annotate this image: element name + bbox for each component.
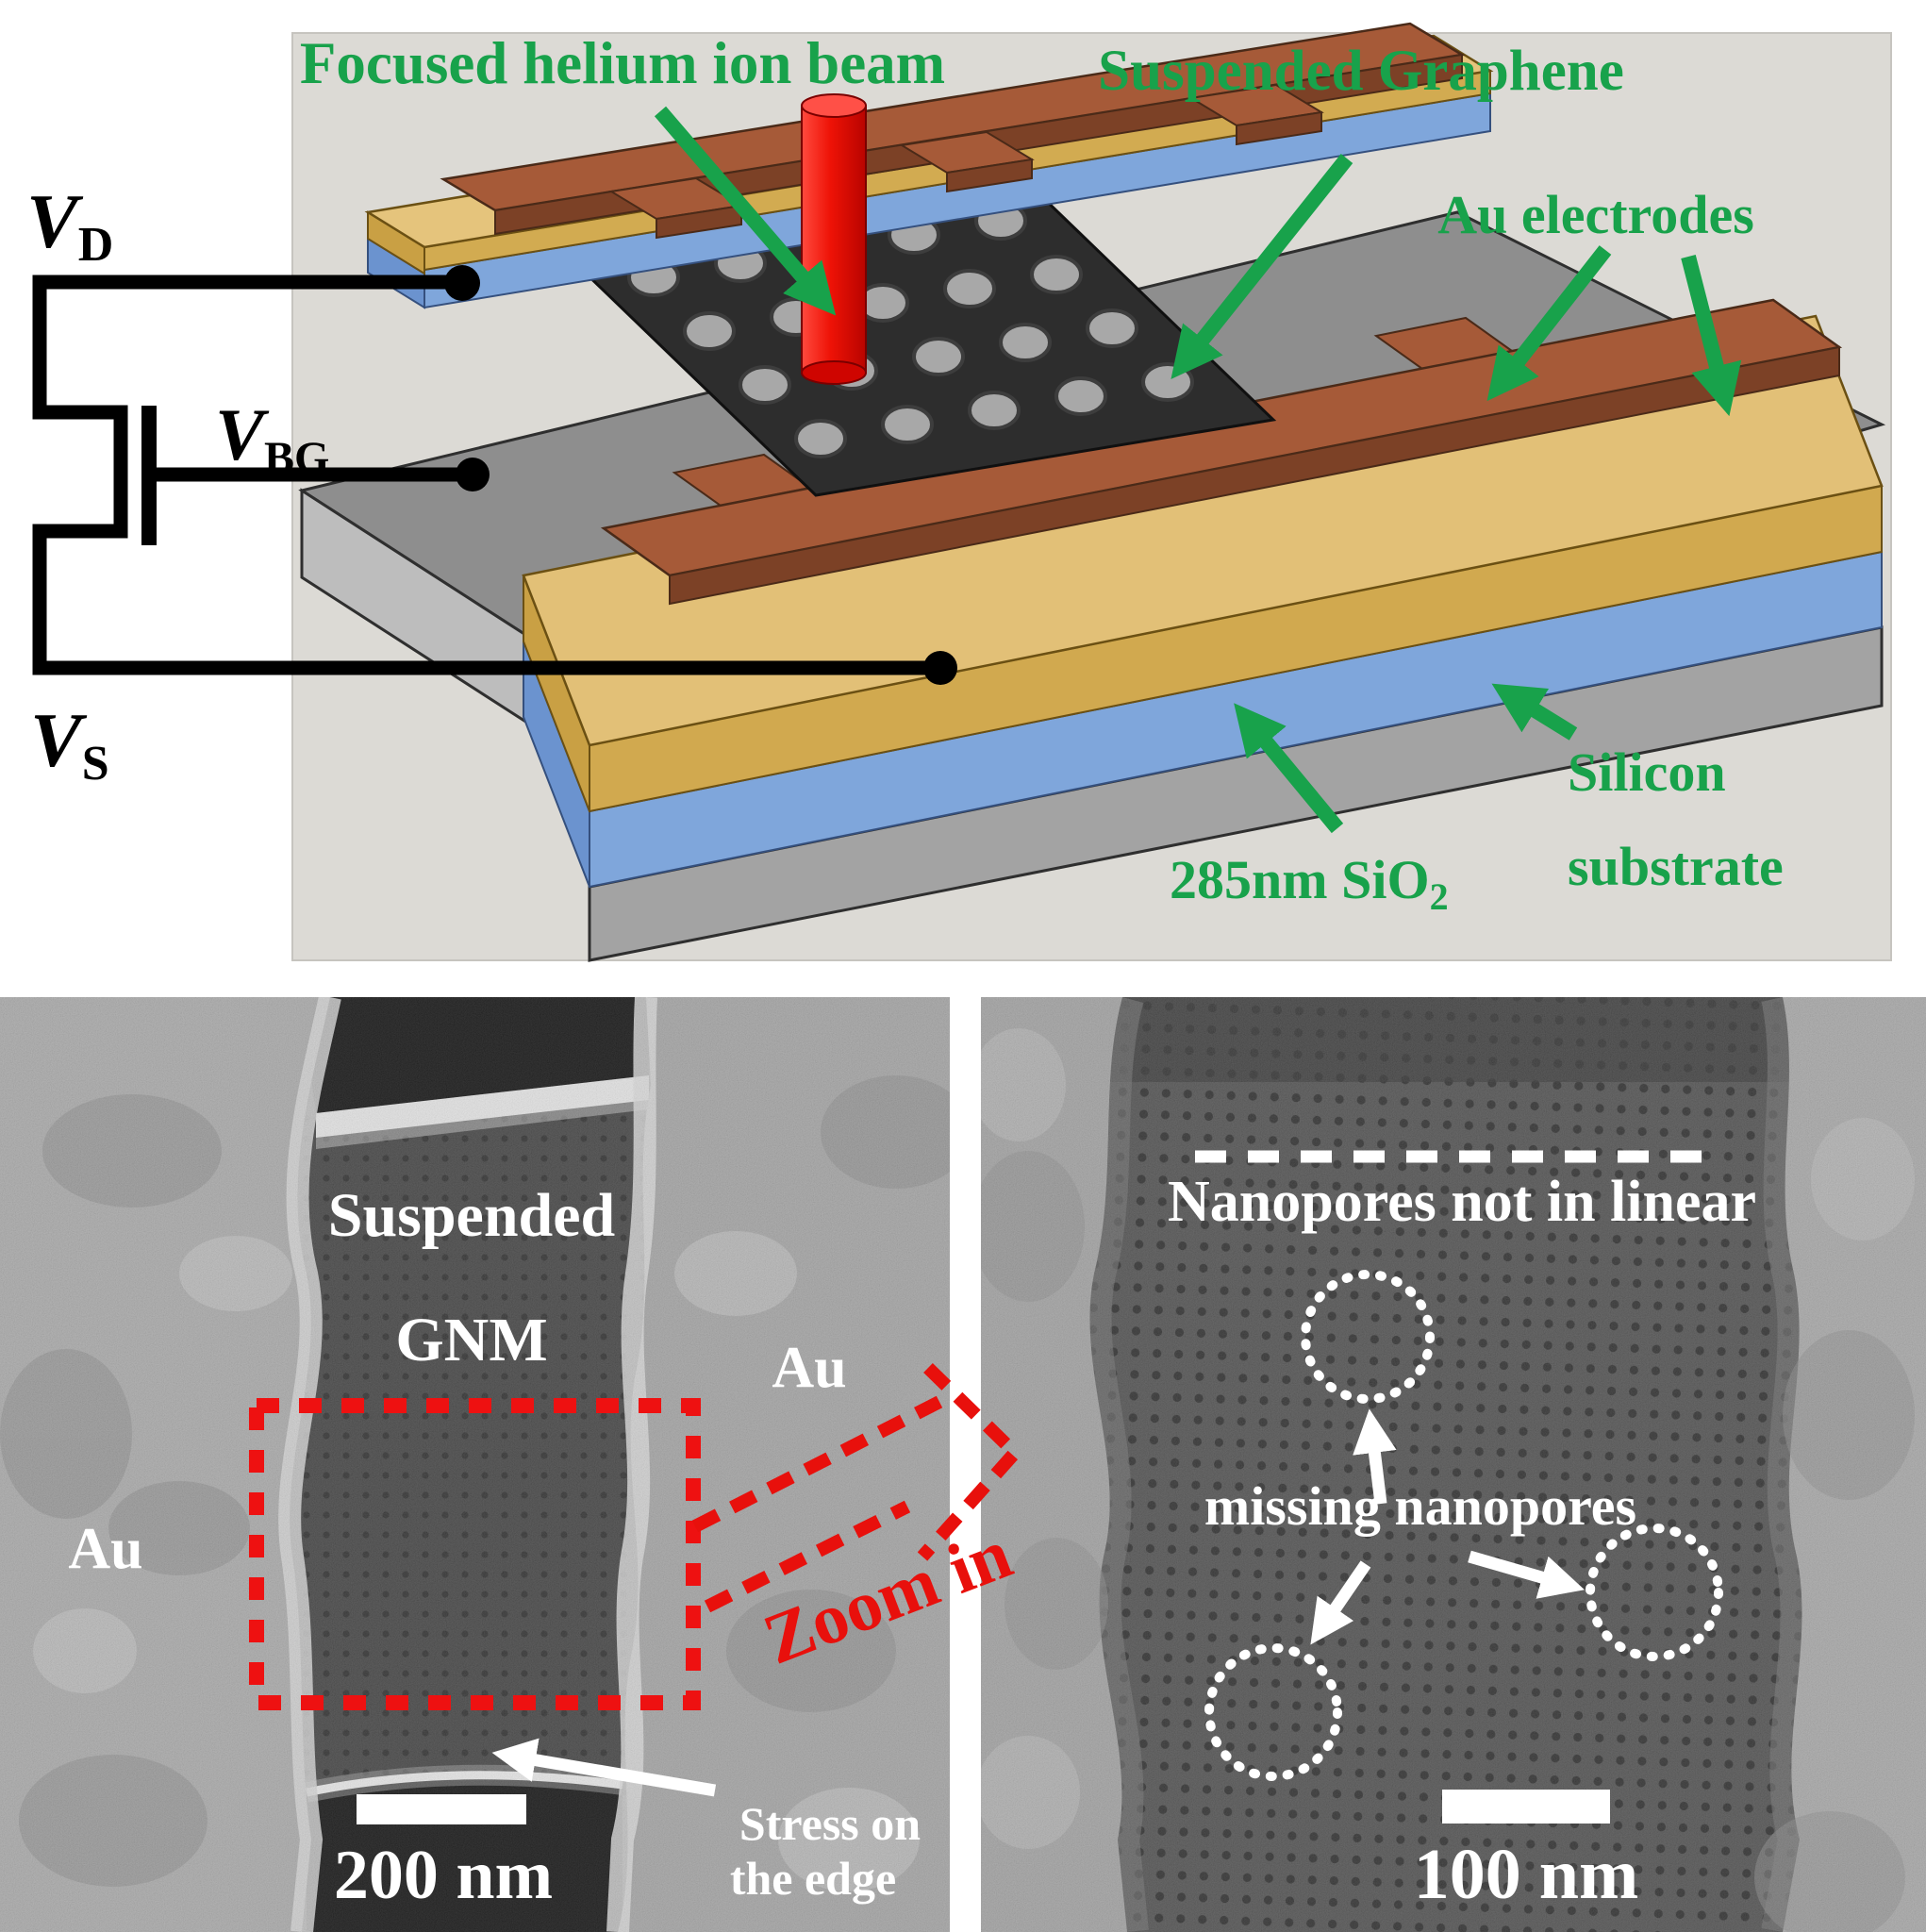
missing-pore-circle-bottom <box>1204 1643 1342 1781</box>
stress-label-line1: Stress on <box>739 1797 921 1850</box>
au-label-right: Au <box>772 1336 846 1400</box>
oxide-label: 285nm SiO2 <box>1170 849 1449 918</box>
missing-pore-circle-top <box>1301 1270 1435 1404</box>
vd-label: VD <box>26 178 113 272</box>
electrodes-label: Au electrodes <box>1437 184 1754 245</box>
gate-symbol <box>141 406 157 545</box>
scale-bar-right-label: 100 nm <box>1414 1835 1639 1914</box>
gnm-label-line2: GNM <box>395 1306 547 1374</box>
left-sem-panel <box>0 997 950 1932</box>
electrodes-arrow-right <box>1681 255 1742 417</box>
stress-label-line2: the edge <box>730 1852 896 1905</box>
scale-bar-left-label: 200 nm <box>334 1837 553 1914</box>
graphene-nanopores <box>627 201 1194 458</box>
missing-arrow-right <box>1468 1550 1585 1599</box>
helium-ion-beam <box>801 93 867 385</box>
left-sem-annotations: Suspended GNM Au Au Stress on the edge 2… <box>68 1181 921 1914</box>
circuit-wire <box>32 275 940 675</box>
sem-grain-right <box>981 997 1926 1932</box>
missing-pore-circle-right <box>1586 1524 1723 1661</box>
right-sem-annotations: Nanopores not in linear missing nanopore… <box>1168 1150 1756 1914</box>
vbg-label: VBG <box>215 393 329 483</box>
substrate-label-line2: substrate <box>1568 836 1784 897</box>
missing-arrow-left <box>1310 1560 1371 1645</box>
vs-label: VS <box>30 697 109 791</box>
schematic-annotations: Focused helium ion beam Suspended Graphe… <box>300 30 1784 918</box>
zoom-arrow-head <box>917 1362 1024 1561</box>
bias-circuit: VD VBG VS <box>26 178 957 791</box>
stress-arrow <box>491 1738 717 1797</box>
sem-grain-left <box>0 997 950 1932</box>
substrate-label-line1: Silicon <box>1568 741 1726 803</box>
oxide-arrow <box>1234 703 1344 834</box>
beam-label: Focused helium ion beam <box>300 30 945 96</box>
substrate-arrow <box>1491 683 1578 741</box>
scale-bar-right <box>1442 1790 1610 1824</box>
gnm-label-line1: Suspended <box>328 1181 616 1250</box>
zoom-arrow-shaft-bottom <box>704 1500 911 1613</box>
graphene-arrow <box>1171 154 1353 380</box>
zoom-region-box <box>249 1398 701 1710</box>
drain-contact-dot <box>444 265 480 301</box>
zoom-arrow-shaft-top <box>691 1395 943 1533</box>
right-sem-panel <box>981 997 1926 1932</box>
beam-arrow <box>654 106 837 316</box>
scale-bar-left <box>357 1794 526 1824</box>
missing-nanopores-label: missing nanopores <box>1204 1475 1636 1537</box>
schematic-panel: VD VBG VS Focused helium ion beam Suspen… <box>26 22 1892 962</box>
au-label-left: Au <box>68 1517 142 1581</box>
missing-arrow-up <box>1353 1408 1397 1505</box>
linearity-note: Nanopores not in linear <box>1168 1170 1756 1234</box>
backgate-contact-dot <box>456 458 490 491</box>
graphene-label: Suspended Graphene <box>1098 40 1624 103</box>
source-contact-dot <box>923 651 957 685</box>
electrodes-arrow-left <box>1486 245 1612 402</box>
